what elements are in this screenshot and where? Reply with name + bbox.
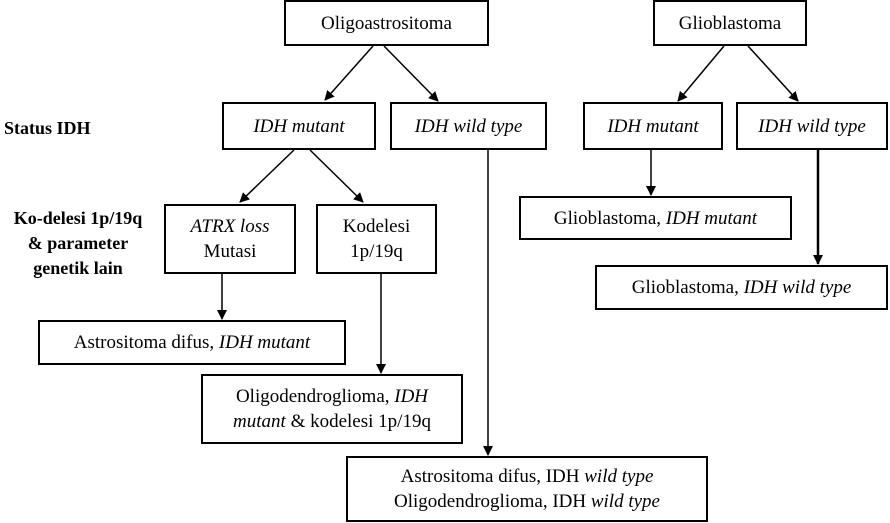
arrow-idh-mutant-to-kodelesi bbox=[309, 149, 364, 203]
gbm-wild-italic: IDH wild type bbox=[743, 277, 852, 298]
left-idh-wild-box: IDH wild type bbox=[390, 102, 547, 150]
arrow-idh-mutant-to-atrx bbox=[239, 149, 295, 203]
oligo-line1-prefix: Oligodendroglioma, bbox=[235, 386, 395, 407]
codeletion-label-line2: & parameter bbox=[27, 233, 129, 253]
bottom-line2-prefix: Oligodendroglioma, IDH bbox=[394, 491, 591, 512]
kodelesi-line1-text: Kodelesi bbox=[342, 216, 411, 237]
right-idh-mutant-text: IDH mutant bbox=[607, 115, 699, 137]
oligo-line1-italic: IDH bbox=[394, 386, 429, 407]
oligodendroglioma-mutant-box: Oligodendroglioma, IDH mutant & kodelesi… bbox=[201, 374, 463, 444]
bottom-line2-italic: wild type bbox=[590, 491, 660, 512]
kodelesi-box: Kodelesi 1p/19q bbox=[316, 204, 437, 274]
astro-difus-prefix: Astrositoma difus, bbox=[73, 332, 219, 353]
gbm-idh-mutant-box: Glioblastoma, IDH mutant bbox=[519, 196, 792, 240]
glioblastoma-text: Glioblastoma bbox=[678, 12, 782, 34]
right-idh-wild-text: IDH wild type bbox=[758, 115, 866, 137]
left-idh-wild-text: IDH wild type bbox=[414, 115, 523, 137]
status-idh-label: Status IDH bbox=[4, 118, 91, 138]
arrow-gbm-to-idh-mutant bbox=[677, 45, 725, 102]
astro-difus-mutant-box: Astrositoma difus, IDH mutant bbox=[38, 320, 346, 365]
gbm-mutant-italic: IDH mutant bbox=[665, 207, 758, 229]
right-idh-mutant-box: IDH mutant bbox=[583, 102, 723, 150]
kodelesi-line2-text: 1p/19q bbox=[350, 241, 403, 262]
oligoastrocytoma-box: Oligoastrositoma bbox=[284, 0, 489, 46]
atrx-box: ATRX loss Mutasi bbox=[164, 204, 296, 274]
astro-difus-italic: IDH mutant bbox=[218, 332, 311, 353]
oligoastrocytoma-text: Oligoastrositoma bbox=[321, 12, 452, 34]
bottom-line1-prefix: Astrositoma difus, IDH bbox=[400, 466, 585, 487]
gbm-idh-wild-box: Glioblastoma, IDH wild type bbox=[595, 265, 888, 310]
gbm-wild-prefix: Glioblastoma, bbox=[631, 277, 744, 298]
right-idh-wild-box: IDH wild type bbox=[736, 102, 888, 150]
codeletion-label: Ko-delesi 1p/19q & parameter genetik lai… bbox=[0, 206, 156, 281]
arrow-oligo-to-idh-wild bbox=[383, 45, 439, 102]
arrow-oligo-to-idh-mutant bbox=[324, 45, 374, 101]
atrx-loss-text: ATRX loss bbox=[190, 216, 270, 237]
left-idh-mutant-text: IDH mutant bbox=[253, 115, 345, 137]
gbm-mutant-prefix: Glioblastoma, bbox=[553, 207, 666, 229]
oligo-line2-suffix: & kodelesi 1p/19q bbox=[285, 411, 431, 432]
atrx-mutasi-text: Mutasi bbox=[203, 241, 257, 262]
bottom-line1-italic: wild type bbox=[584, 466, 654, 487]
left-idh-mutant-box: IDH mutant bbox=[222, 102, 376, 150]
oligo-line2-italic: mutant bbox=[233, 411, 286, 432]
arrow-gbm-to-idh-wild bbox=[747, 45, 799, 102]
codeletion-label-line1: Ko-delesi 1p/19q bbox=[13, 208, 143, 228]
glioblastoma-box: Glioblastoma bbox=[653, 0, 807, 46]
wild-type-outcome-box: Astrositoma difus, IDH wild type Oligode… bbox=[346, 456, 708, 522]
codeletion-label-line3: genetik lain bbox=[33, 258, 123, 278]
